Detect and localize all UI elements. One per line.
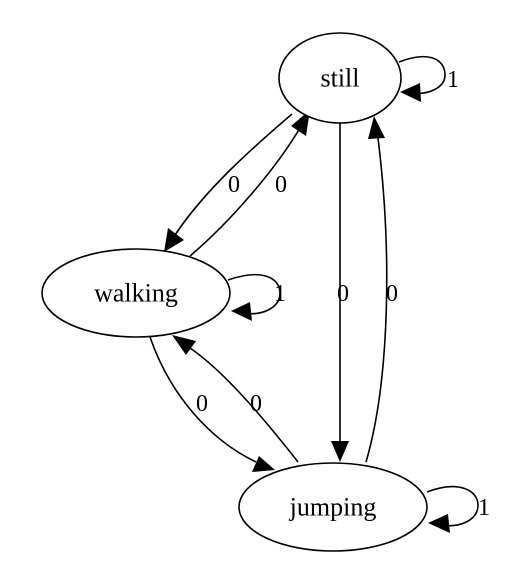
arrowhead-icon [400, 83, 421, 102]
edge-still-to-walking: 0 [164, 114, 292, 252]
arrowhead-icon [164, 228, 184, 252]
edge-jumping-to-jumping: 1 [427, 487, 490, 533]
edge-jumping-to-walking: 0 [172, 335, 298, 462]
edge-label-jumping-jumping: 1 [478, 495, 490, 521]
edge-label-still-walking: 0 [228, 172, 240, 198]
arrowhead-icon [172, 335, 196, 355]
node-walking-label: walking [94, 279, 178, 308]
node-still: still [279, 33, 401, 123]
edge-label-walking-still: 0 [275, 172, 287, 198]
arrowhead-icon [428, 514, 450, 533]
edge-jumping-to-still: 0 [366, 116, 398, 462]
arrowhead-icon [368, 116, 385, 139]
edge-label-walking-jumping: 0 [196, 391, 208, 417]
edge-label-walking-walking: 1 [274, 281, 286, 307]
edge-walking-to-still: 0 [190, 110, 310, 256]
node-jumping: jumping [239, 463, 427, 551]
node-still-label: still [320, 64, 359, 93]
edge-still-to-still: 1 [399, 57, 459, 102]
node-jumping-label: jumping [289, 493, 377, 522]
edge-label-jumping-walking: 0 [250, 391, 262, 417]
edge-walking-to-walking: 1 [228, 275, 286, 321]
edge-label-still-still: 1 [447, 67, 459, 93]
node-walking: walking [42, 249, 230, 337]
arrowhead-icon [252, 456, 275, 472]
edge-label-still-jumping: 0 [337, 281, 349, 307]
arrowhead-icon [231, 302, 252, 321]
arrowhead-icon [331, 441, 349, 462]
edge-still-to-jumping: 0 [331, 123, 349, 462]
edge-label-jumping-still: 0 [386, 281, 398, 307]
